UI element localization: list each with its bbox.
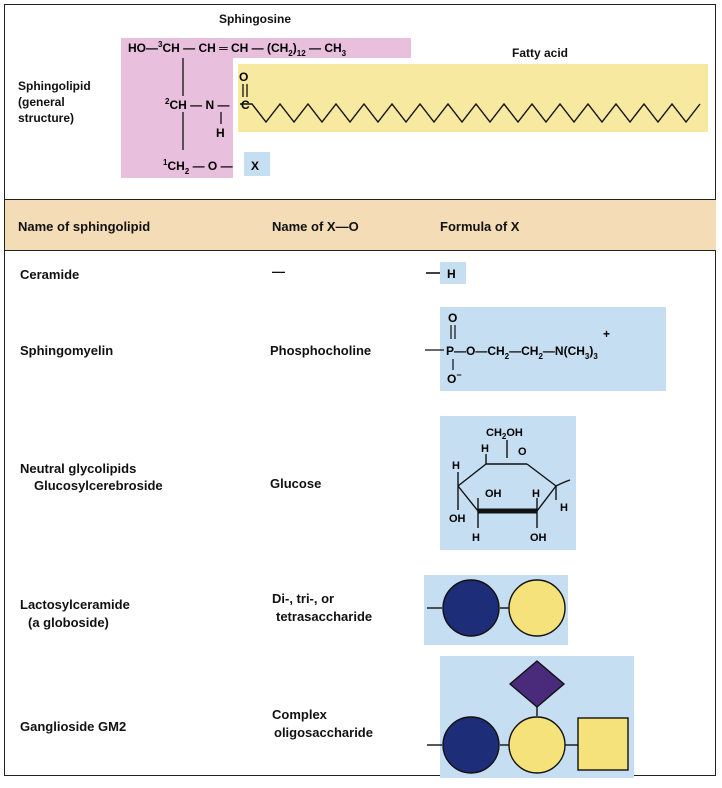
x-group-highlight xyxy=(244,152,270,176)
row-ceramide-x: — xyxy=(272,264,285,279)
fatty-acid-label: Fatty acid xyxy=(512,46,569,60)
row-lactosyl-name: Lactosylceramide (a globoside) xyxy=(20,597,130,630)
carbonyl-o: O xyxy=(239,70,248,84)
row-ceramide-name: Ceramide xyxy=(20,267,80,282)
carbonyl-c: C xyxy=(241,98,250,112)
n-plus: + xyxy=(603,327,610,341)
sphingosine-chain-highlight xyxy=(233,38,411,58)
sphingolipid-structure-diagram: HO—3CH — CH ═ CH — (CH2)12 — CH3 2CH — N… xyxy=(121,38,708,178)
row-sphingomyelin-x: Phosphocholine xyxy=(270,343,372,358)
oligo-glucose-circle xyxy=(442,716,500,774)
phosphocholine-bg xyxy=(440,307,666,391)
sphingosine-label: Sphingosine xyxy=(219,12,291,26)
row-ganglioside-name: Ganglioside GM2 xyxy=(20,719,127,734)
header-x-name: Name of X—O xyxy=(272,219,359,234)
phosphocholine-formula: P—O—CH2—CH2—N(CH3)3 xyxy=(446,344,598,361)
ceramide-formula-h: H xyxy=(447,267,456,281)
svg-text:OH: OH xyxy=(449,513,466,525)
glucose-circle xyxy=(442,579,500,637)
svg-text:H: H xyxy=(452,460,460,472)
amide-h: H xyxy=(216,126,225,140)
svg-text:O: O xyxy=(518,446,527,458)
sphingosine-backbone-highlight xyxy=(121,38,233,178)
svg-text:H: H xyxy=(560,502,568,514)
formula-bottom-row: 1CH2 — O — xyxy=(163,158,233,176)
oligo-galactose-circle xyxy=(508,716,566,774)
row-lactosyl-x: Di-, tri-, or tetrasaccharide xyxy=(272,591,373,624)
header-name: Name of sphingolipid xyxy=(18,219,151,234)
svg-text:H: H xyxy=(532,488,540,500)
row-glycolipid-name: Neutral glycolipids Glucosylcerebroside xyxy=(20,461,163,493)
row-glycolipid-x: Glucose xyxy=(270,476,322,491)
svg-text:H: H xyxy=(472,532,480,544)
galactose-circle xyxy=(508,579,566,637)
svg-text:OH: OH xyxy=(530,532,547,544)
svg-text:OH: OH xyxy=(485,488,502,500)
ceramide-formula-bg xyxy=(440,262,466,284)
row-sphingomyelin-name: Sphingomyelin xyxy=(20,343,114,358)
sialic-acid-diamond xyxy=(508,660,566,708)
structure-title: Sphingolipid (general structure) xyxy=(18,79,91,125)
fatty-acid-highlight xyxy=(238,64,708,132)
formula-middle-row: 2CH — N — xyxy=(165,97,229,112)
figure-frame xyxy=(4,4,716,776)
x-group: X xyxy=(251,159,259,173)
formula-top-row: HO—3CH — CH ═ CH — (CH2)12 — CH3 xyxy=(128,40,347,58)
header-formula: Formula of X xyxy=(440,219,520,234)
fatty-acid-chain xyxy=(240,102,701,124)
phosphate-o: O xyxy=(448,311,457,325)
table-header xyxy=(5,199,716,251)
galnac-square xyxy=(577,717,629,771)
svg-text:CH2OH: CH2OH xyxy=(486,427,523,441)
svg-text:H: H xyxy=(481,443,489,455)
glucose-ring xyxy=(457,440,571,528)
row-ganglioside-x: Complex oligosaccharide xyxy=(272,707,373,740)
formula-column: H P—O—CH2—CH2—N(CH3)3 O O− + CH2OH O H H… xyxy=(424,262,666,778)
glucose-labels: CH2OH O H H OH OH H H OH H xyxy=(449,427,568,544)
